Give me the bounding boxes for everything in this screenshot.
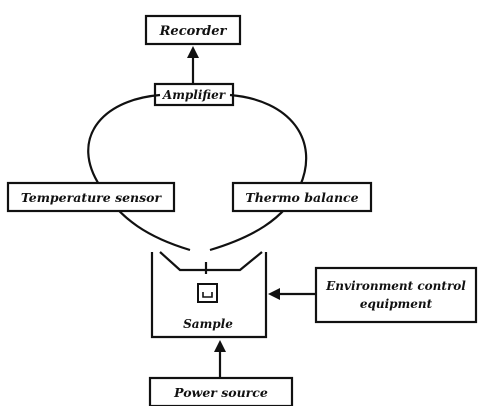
sample-chamber: Sample xyxy=(150,252,268,339)
power-source-label: Power source xyxy=(173,385,268,400)
environment-control-label-line1: Environment control xyxy=(325,279,466,293)
sample-crucible-icon xyxy=(197,283,218,303)
recorder-node: Recorder xyxy=(144,14,242,46)
temperature-sensor-label: Temperature sensor xyxy=(21,190,163,205)
power-source-node: Power source xyxy=(148,376,294,406)
arrow-amplifier-to-recorder xyxy=(187,46,199,84)
temperature-sensor-node: Temperature sensor xyxy=(6,181,176,213)
amplifier-node: Amplifier xyxy=(153,82,235,107)
amplifier-label: Amplifier xyxy=(162,88,227,102)
sample-label: Sample xyxy=(183,317,233,331)
environment-control-label-line2: equipment xyxy=(360,297,433,311)
arrow-environment-to-chamber xyxy=(268,288,316,300)
thermo-balance-label: Thermo balance xyxy=(245,190,358,205)
thermo-balance-node: Thermo balance xyxy=(231,181,373,213)
recorder-label: Recorder xyxy=(159,24,228,39)
environment-control-node: Environment control equipment xyxy=(314,266,478,324)
arrow-power-to-chamber xyxy=(214,340,226,378)
